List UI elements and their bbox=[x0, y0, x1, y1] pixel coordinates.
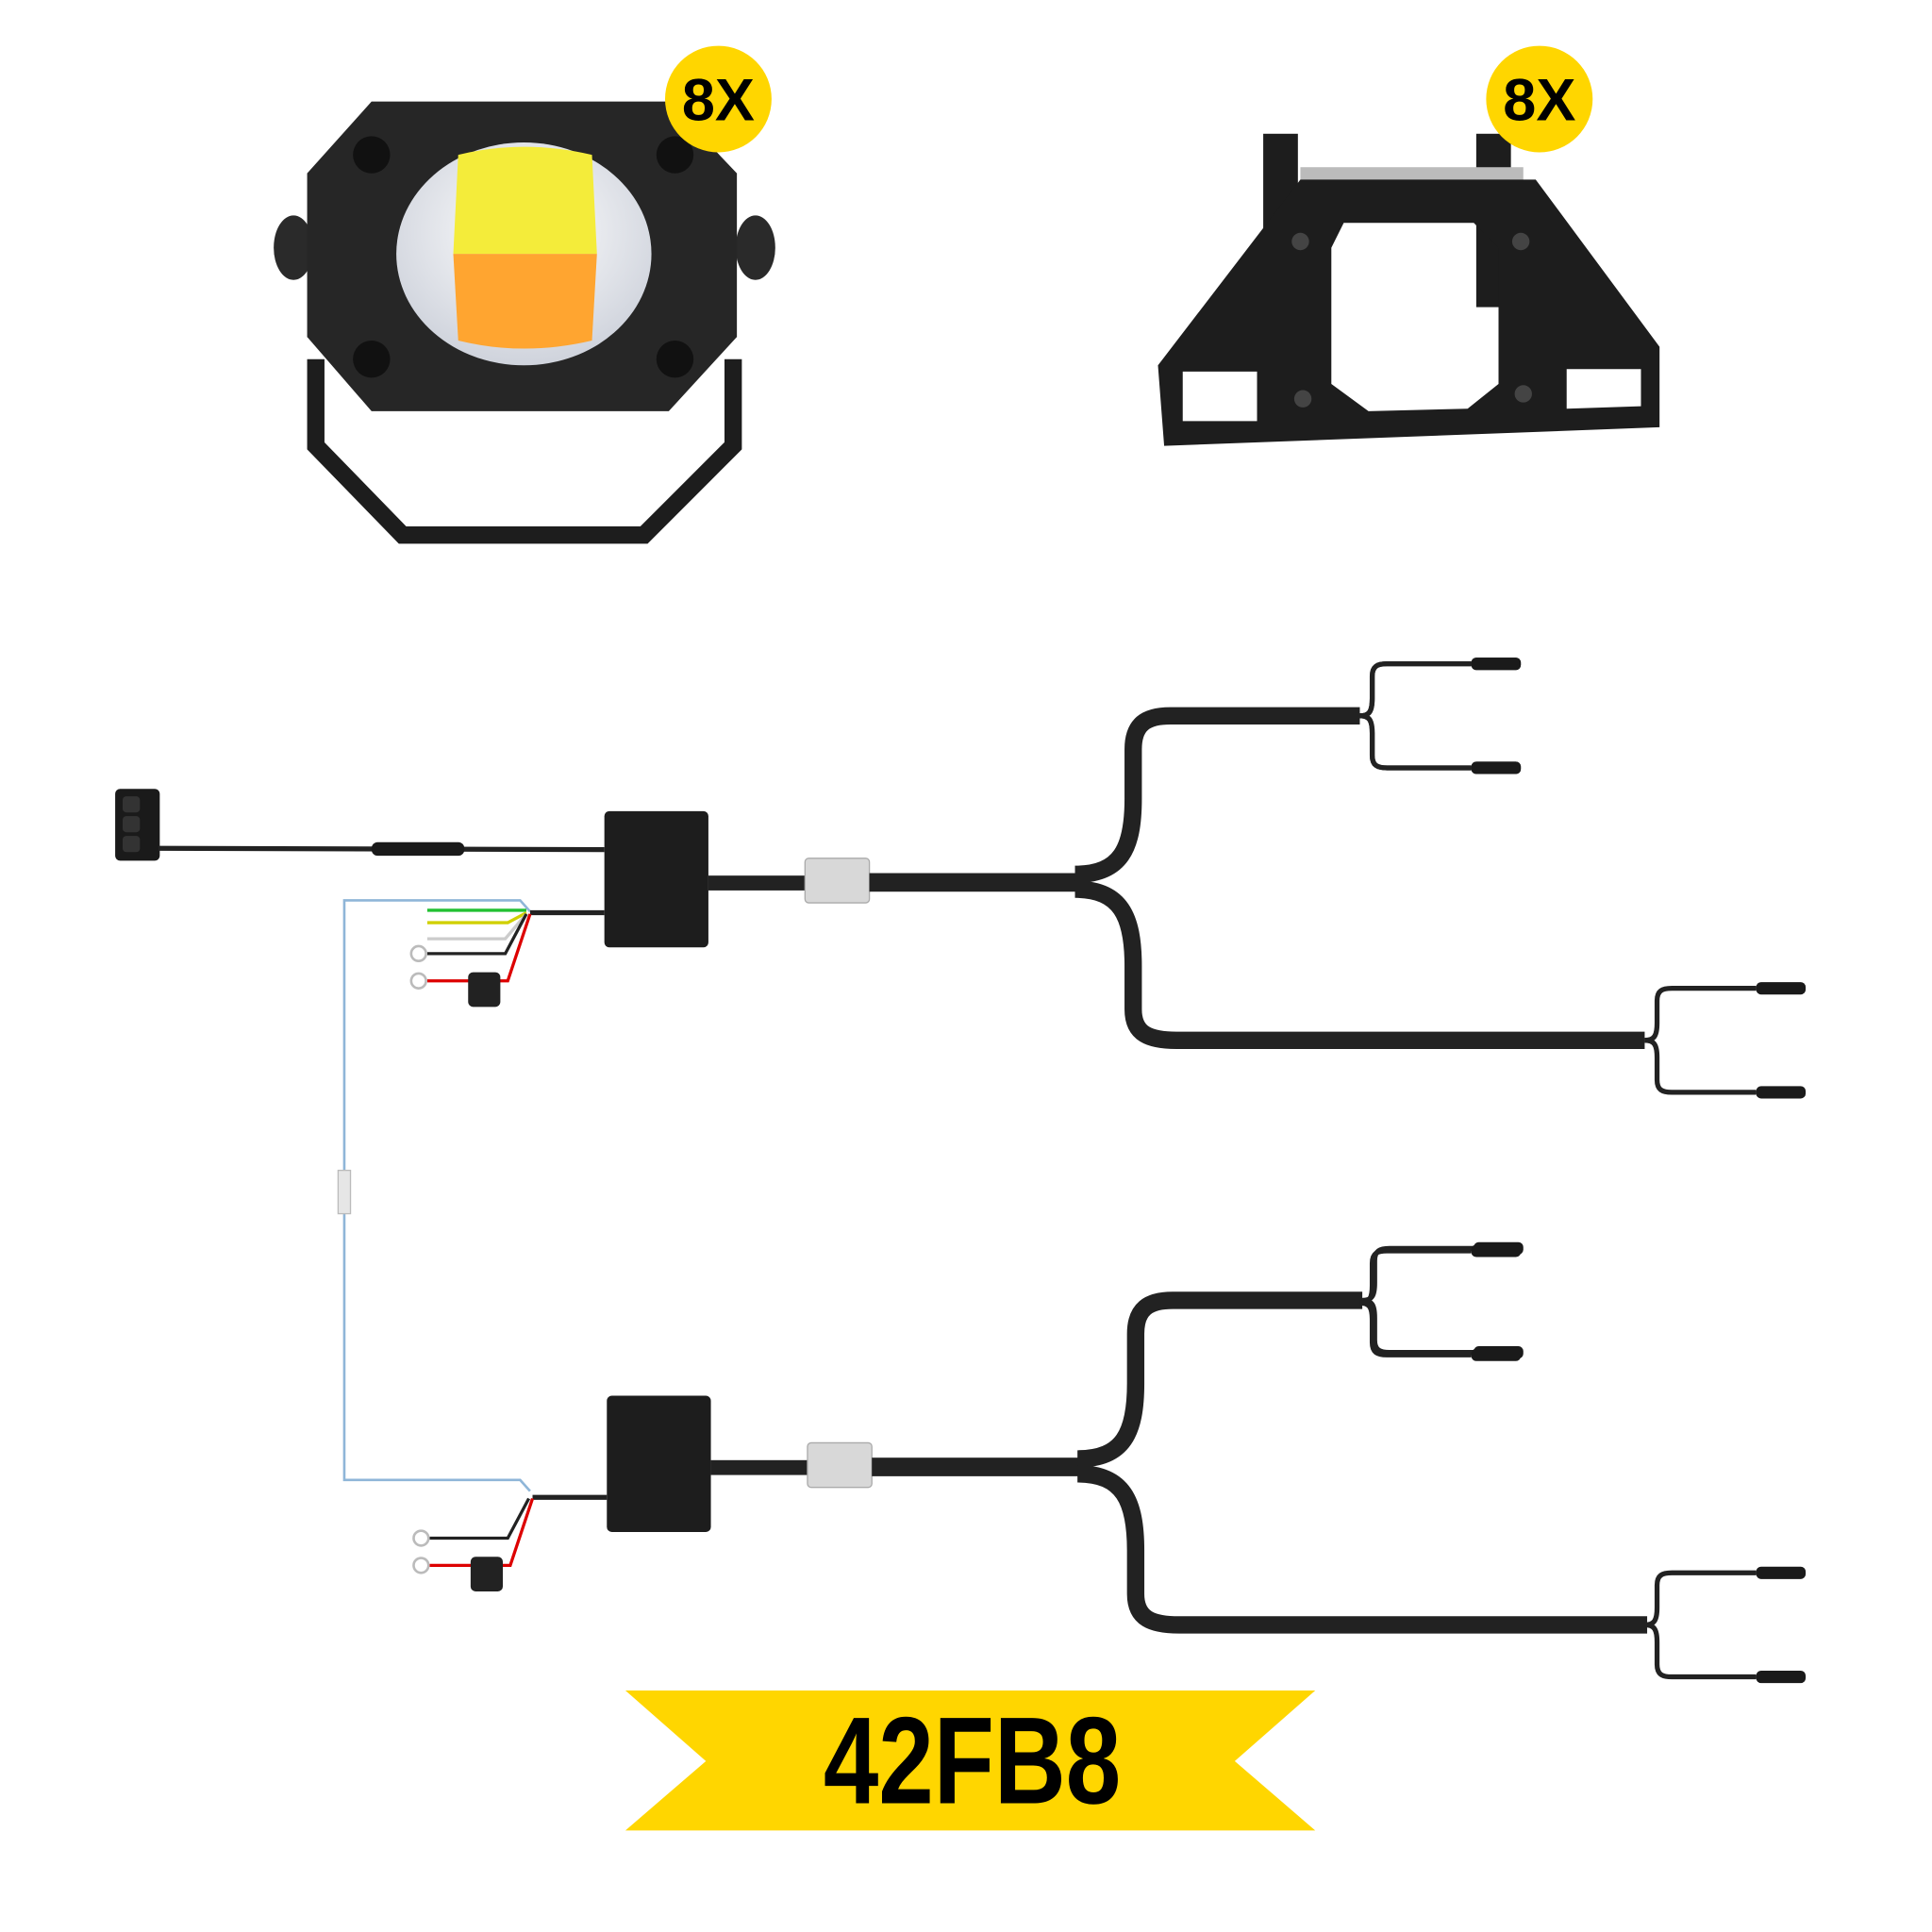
wiring-harness-upper bbox=[409, 658, 1806, 1098]
bracket-quantity-text: 8X bbox=[1503, 67, 1575, 133]
mounting-bracket bbox=[1158, 133, 1660, 446]
control-switch bbox=[115, 789, 605, 861]
wiring-harness-lower bbox=[412, 1242, 1806, 1683]
fog-light-lamp bbox=[274, 101, 775, 544]
lamp-quantity-text: 8X bbox=[682, 67, 755, 133]
bracket-quantity-badge: 8X bbox=[1486, 45, 1593, 153]
model-code: 42FB8 bbox=[824, 1691, 1121, 1830]
link-wire bbox=[342, 899, 531, 1492]
lamp-quantity-badge: 8X bbox=[664, 45, 772, 153]
model-banner: 42FB8 bbox=[625, 1690, 1316, 1831]
